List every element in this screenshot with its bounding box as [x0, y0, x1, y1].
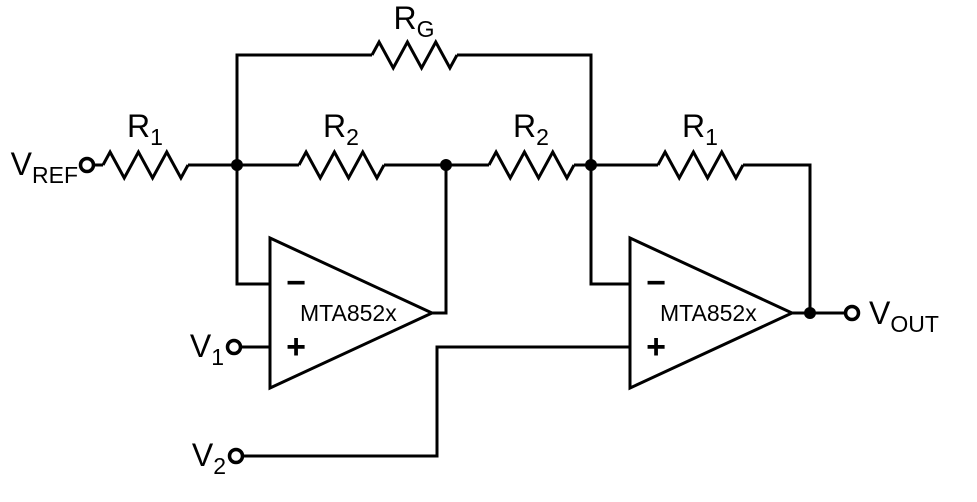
terminal-vout: [843, 304, 861, 322]
terminal-vref: [78, 156, 96, 174]
opamp-left-noninverting-sign: +: [286, 328, 306, 366]
r1-left-label: R1: [127, 108, 163, 150]
junction-node-2: [440, 159, 452, 171]
opamp-right-triangle: [628, 235, 796, 391]
v1-label: V1: [190, 328, 224, 370]
opamp-left-triangle: [268, 235, 436, 391]
resistor-r2-left: [297, 148, 386, 182]
junction-node-1: [231, 159, 243, 171]
wire-r1-right-feedback: [743, 163, 812, 313]
terminal-v2: [227, 447, 245, 465]
rg-label: RG: [394, 0, 435, 42]
r2-left-label: R2: [323, 108, 359, 150]
opamp-right-noninverting-sign: +: [646, 328, 666, 366]
opamp-left-part-number: MTA852x: [300, 300, 397, 326]
wire-rg-to-node3: [457, 53, 593, 165]
wire-v2-to-opamp-right-noninverting: [243, 345, 630, 458]
resistor-rg: [370, 38, 459, 72]
r1-right-label: R1: [682, 108, 718, 150]
resistor-r2-right: [487, 148, 576, 182]
terminal-v1: [225, 338, 243, 356]
v2-label: V2: [192, 437, 226, 479]
wire-top-left-to-rg: [235, 53, 372, 165]
wire-node1-to-opamp-left-inverting: [235, 165, 270, 286]
vout-label: VOUT: [869, 295, 939, 337]
r2-right-label: R2: [513, 108, 549, 150]
wire-opamp-left-output-to-node2: [432, 165, 448, 315]
junction-node-output: [804, 307, 816, 319]
opamp-right-part-number: MTA852x: [660, 300, 757, 326]
junction-node-3: [585, 159, 597, 171]
vref-label: VREF: [11, 146, 78, 188]
wire-node3-to-opamp-right-inverting: [589, 165, 630, 286]
resistor-r1-right: [656, 148, 745, 182]
opamp-right-inverting-sign: −: [646, 264, 666, 302]
opamp-left-inverting-sign: −: [286, 264, 306, 302]
resistor-r1-left: [101, 148, 190, 182]
